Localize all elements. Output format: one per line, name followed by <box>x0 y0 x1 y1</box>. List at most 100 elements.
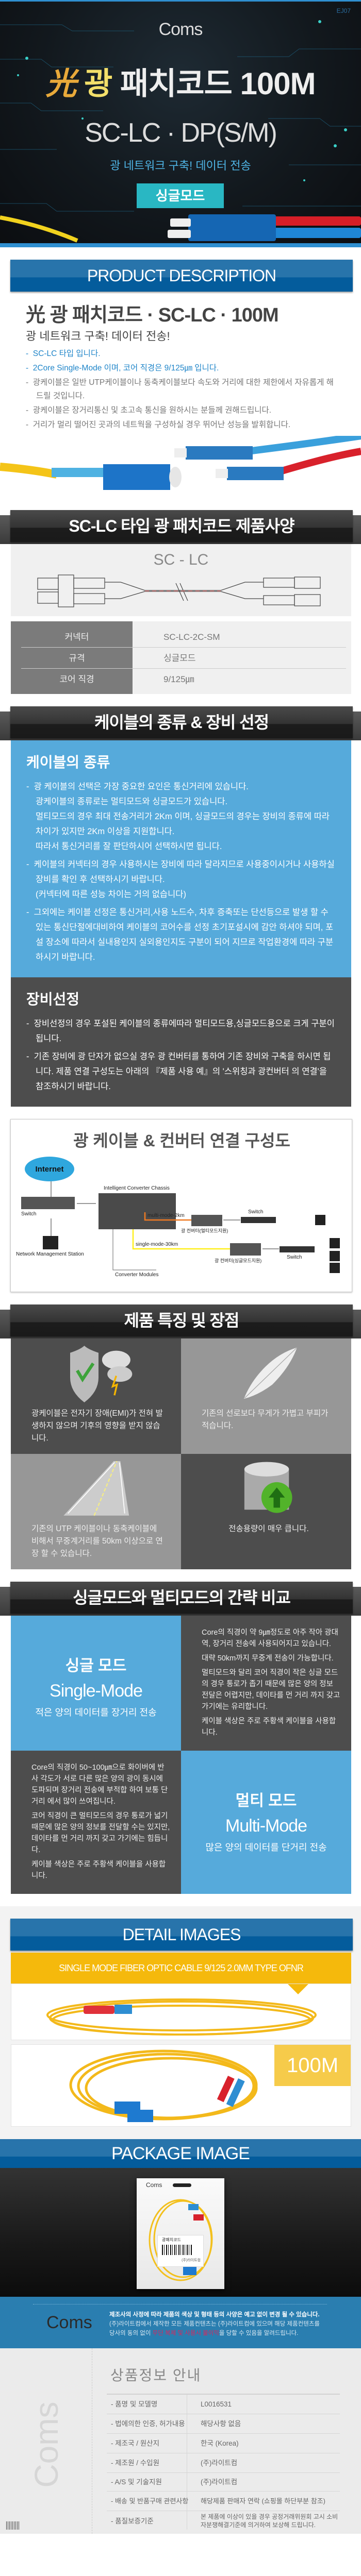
multi-mode-title-ko: 멀티 모드 <box>235 1792 297 1809</box>
notice-text: 당사의 동의 없이 <box>109 2330 153 2336</box>
spec-value: SC-LC-2C-SM <box>163 632 220 642</box>
notice-line: 제조사의 사정에 따라 제품의 색상 및 형태 등의 사양은 예고 없이 변경 … <box>109 2312 320 2318</box>
item-text: 장비선정의 경우 포설된 케이블의 종류에따라 멀티모드용,싱글모드용으로 크게… <box>34 1019 335 1043</box>
item-text: 그외에는 케이블 선정은 통신거리,사용 노드수, 차후 증축또는 단선등으로 … <box>34 908 334 962</box>
multimode-switch-label: Switch <box>248 1209 264 1215</box>
info-key: - 제조원 / 수입원 <box>111 2459 160 2467</box>
footer-notice: Coms 제조사의 사정에 따라 제품의 색상 및 형태 등의 사양은 예고 없… <box>0 2297 361 2348</box>
bullet-item: - 광케이블은 장거리통신 및 초고속 통신을 원하시는 분들께 권해드립니다. <box>26 406 272 415</box>
barcode <box>162 2245 193 2255</box>
feature-text: 기존의 선로보다 무게가 가볍고 부피가 적습니다. <box>202 1409 329 1430</box>
feature-text: 광케이블은 전자기 장애(EMI)가 전혀 발생하지 않으며 기후의 영향을 받… <box>31 1409 163 1443</box>
caption-pointer <box>288 1984 308 1994</box>
detail-text: 케이블 색상은 주로 주황색 케이블을 사용합니다. <box>202 1717 336 1737</box>
footer-notice-text: 제조사의 사정에 따라 제품의 색상 및 형태 등의 사양은 예고 없이 변경 … <box>109 2310 357 2338</box>
modules-label: Converter Modules <box>115 1272 159 1278</box>
multimode-line-label: multi-mode-2km <box>147 1213 185 1218</box>
spec-diagram-label: SC - LC <box>153 551 209 568</box>
product-description-header: PRODUCT DESCRIPTION <box>10 260 353 292</box>
coiled-cable-photo <box>11 1984 351 2040</box>
hero-title-rest: 패치코드 100M <box>120 66 316 101</box>
connector-closeup-photo <box>0 436 361 490</box>
hero-title-hanja: 光 <box>45 66 76 101</box>
multi-mode-title-en: Multi-Mode <box>225 1816 307 1836</box>
features-header: 제품 특징 및 장점 <box>10 1304 353 1336</box>
single-mode-title-en: Single-Mode <box>50 1681 143 1701</box>
notice-line: (주)라이트컴에서 제작한 모든 제품컨텐츠는 (주)라이트컴에 있으며 해당 … <box>109 2321 320 2327</box>
feature-card: 광케이블은 전자기 장애(EMI)가 전혀 발생하지 않으며 기후의 영향을 받… <box>11 1338 181 1454</box>
info-key: - A/S 및 기술지원 <box>111 2478 162 2486</box>
spec-key: 커넥터 <box>64 632 89 642</box>
detail-text: 코어 직경이 큰 멀티모드의 경우 통로가 넓기 때문에 많은 양의 정보를 전… <box>31 1812 170 1854</box>
notice-warning: 무단 복제 및 사용시 불이익 <box>152 2330 219 2336</box>
side-watermark-logo: Coms <box>28 2401 65 2488</box>
multi-mode-card: 멀티 모드 Multi-Mode 많은 양의 데이터를 단거리 전송 <box>181 1751 351 1894</box>
detail-images-header: DETAIL IMAGES <box>10 1919 353 1951</box>
cable-types-title: 케이블의 종류 <box>26 754 110 770</box>
item-text: (커넥터에 따른 성능 차이는 거의 없습니다) <box>36 890 186 899</box>
singlemode-converter-label: 광 컨버터(싱글모드지원) <box>215 1258 262 1263</box>
cable-guide-header: 케이블의 종류 & 장비 선정 <box>10 706 353 738</box>
equipment-panel: 장비선정 - 장비선정의 경우 포설된 케이블의 종류에따라 멀티모드용,싱글모… <box>11 977 351 1107</box>
shield-storm-icon <box>70 1346 133 1402</box>
switch-icon <box>241 1217 276 1223</box>
pc-icon <box>43 1236 58 1249</box>
package-image-header: PACKAGE IMAGE <box>0 2139 361 2168</box>
hero-banner: EJ07 Coms 光 광 패치코드 100M SC-LC · DP(S/M) … <box>0 0 361 247</box>
multimode-converter-label: 광 컨버터(멀티모드지원) <box>181 1228 228 1233</box>
hero-title-word: 광 <box>84 66 112 101</box>
info-value: (주)라이트컴 <box>201 2478 238 2486</box>
spec-value: 싱글모드 <box>163 653 196 663</box>
highlight-item: - 2Core Single-Mode 이며, 코어 직경은 9/125㎛ 입니… <box>26 364 219 372</box>
singlemode-line-label: single-mode-30km <box>136 1242 178 1247</box>
description-bullets: - SC-LC 타입 입니다. - 2Core Single-Mode 이며, … <box>26 347 335 432</box>
info-value: L0016531 <box>201 2400 232 2408</box>
pc-icon <box>330 1238 340 1248</box>
bullet-text: 광케이블은 일반 UTP케이블이나 동축케이블보다 속도와 거리에 대한 제한에… <box>32 378 334 400</box>
package-area: Coms 광패치코드 (주)라이트컴 <box>0 2168 361 2297</box>
features-header-wrap: 제품 특징 및 장점 <box>0 1304 361 1338</box>
model-code: EJ07 <box>336 7 351 14</box>
hero-bottom-line <box>0 243 361 247</box>
pc-icon <box>315 1215 325 1225</box>
single-mode-card: 싱글 모드 Single-Mode 적은 양의 데이터를 장거리 전송 <box>11 1616 181 1751</box>
description: 光 광 패치코드 · SC-LC · 100M 광 네트워크 구축! 데이터 전… <box>0 294 361 432</box>
cable-loop-image <box>69 2049 258 2122</box>
equipment-item: - 기존 장비에 광 단자가 없으실 경우 광 컨버터를 통하여 기존 장비와 … <box>26 1052 331 1091</box>
spec-header-wrap: SC-LC 타입 광 패치코드 제품사양 <box>0 510 361 544</box>
info-value: 해당제품 판매자 연락 (쇼핑몰 하단부분 참조) <box>201 2497 325 2505</box>
bag-label-text: 광패치코드 <box>162 2238 181 2242</box>
single-mode-title-ko: 싱글 모드 <box>65 1657 127 1674</box>
road-icon <box>63 1461 129 1516</box>
compare-header-wrap: 싱글모드와 멀티모드의 간략 비교 <box>0 1582 361 1616</box>
compare-grid: 싱글 모드 Single-Mode 적은 양의 데이터를 장거리 전송 Core… <box>11 1616 351 1894</box>
connection-diagram: 광 케이블 & 컨버터 연결 구성도 Internet Intelligent … <box>10 1119 352 1292</box>
notice-line: 당사의 동의 없이 무단 복제 및 사용시 불이익을 당할 수 있음을 알려드립… <box>109 2329 357 2338</box>
hero-subtitle: SC-LC · DP(S/M) <box>85 118 277 148</box>
network-topology <box>21 1157 340 1273</box>
multimode-converter-icon <box>191 1215 222 1226</box>
cable-types-item: - 케이블의 커넥터의 경우 사용하시는 장비에 따라 달라지므로 사용중이시거… <box>26 860 335 899</box>
detail-text: 대략 50km까지 무중계 전송이 가능합니다. <box>202 1654 334 1663</box>
switch-icon <box>280 1246 315 1252</box>
bullet-item: - 거리가 멀리 떨어진 곳과의 네트웍을 구성하실 경우 뛰어난 성능을 발휘… <box>26 420 291 429</box>
sc-lc-cable-drawing <box>37 574 321 607</box>
switch-label: Switch <box>21 1211 37 1217</box>
single-mode-details: Core의 직경이 약 9㎛정도로 아주 작아 광대역, 장거리 전송에 사용되… <box>181 1616 351 1751</box>
top-accent-line <box>0 0 361 2</box>
item-text: 멀티모드의 경우 최대 전송거리가 2Km 이며, 싱글모드의 경우는 장비의 … <box>36 812 330 836</box>
connection-title: 광 케이블 & 컨버터 연결 구성도 <box>73 1131 290 1150</box>
highlight-text: 2Core Single-Mode 이며, 코어 직경은 9/125㎛ 입니다. <box>32 364 219 372</box>
spec-header: SC-LC 타입 광 패치코드 제품사양 <box>10 510 353 542</box>
bullet-item: - 광케이블은 일반 UTP케이블이나 동축케이블보다 속도와 거리에 대한 제… <box>26 378 334 400</box>
description-title: 光 광 패치코드 · SC-LC · 100M <box>26 303 335 328</box>
spec-label-column <box>11 621 133 694</box>
pc-icon <box>330 1251 340 1261</box>
